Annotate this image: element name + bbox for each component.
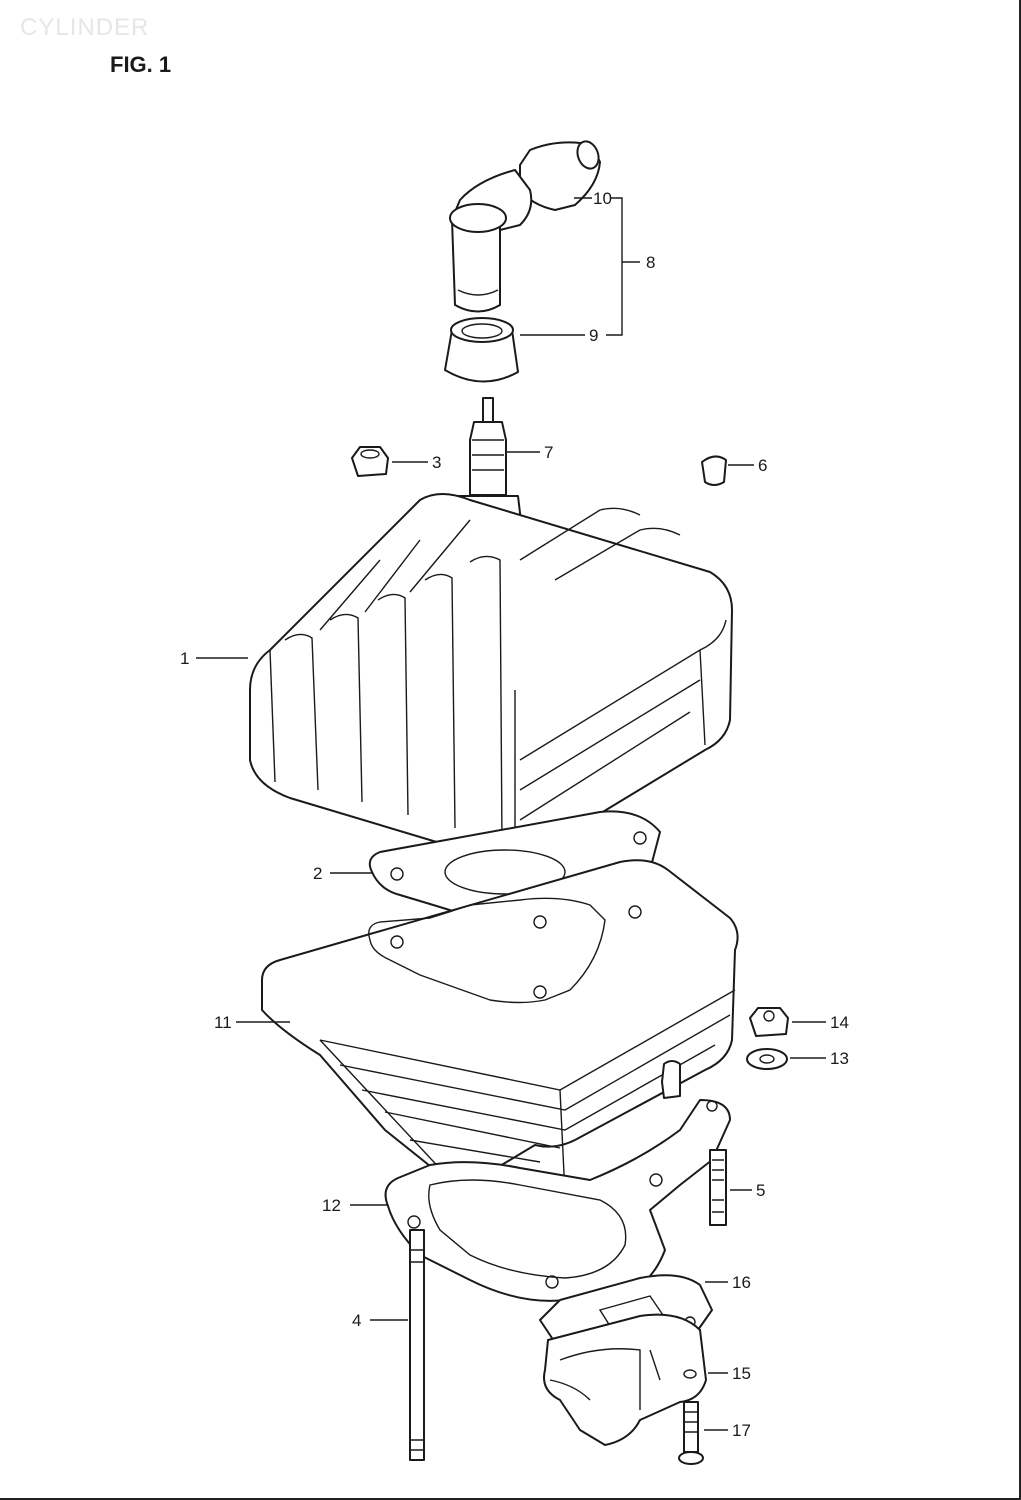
callout-17: 17: [732, 1421, 751, 1440]
callout-6: 6: [758, 456, 767, 475]
stud-short[interactable]: [709, 1149, 727, 1226]
cap-boot[interactable]: [444, 317, 519, 383]
cylinder-nut[interactable]: [749, 1007, 789, 1037]
callout-9: 9: [589, 326, 598, 345]
section-title-faint: CYLINDER: [20, 14, 150, 41]
cylinder-head[interactable]: [249, 493, 733, 860]
callout-10: 10: [593, 189, 612, 208]
spark-plug-cap[interactable]: [449, 138, 602, 313]
stud-long[interactable]: [409, 1229, 425, 1461]
callout-5: 5: [756, 1181, 765, 1200]
page-border-right: [1019, 0, 1021, 1500]
intake-bolt[interactable]: [678, 1401, 704, 1465]
callout-13: 13: [830, 1049, 849, 1068]
callout-2: 2: [313, 864, 322, 883]
callout-14: 14: [830, 1013, 849, 1032]
cylinder-head-nut[interactable]: [351, 446, 389, 477]
cylinder[interactable]: [261, 859, 739, 1196]
callout-8: 8: [646, 253, 655, 272]
page-border-bottom: [0, 1498, 1021, 1500]
rubber-cap[interactable]: [701, 455, 727, 486]
intake-pipe[interactable]: [543, 1313, 707, 1446]
callout-1: 1: [180, 649, 189, 668]
callout-4: 4: [352, 1311, 361, 1330]
cylinder-base-gasket[interactable]: [384, 1099, 731, 1302]
callout-11: 11: [214, 1013, 232, 1032]
callout-15: 15: [732, 1364, 751, 1383]
callout-12: 12: [322, 1196, 341, 1215]
callout-7: 7: [544, 443, 553, 462]
figure-label: FIG. 1: [110, 52, 172, 77]
washer[interactable]: [746, 1048, 788, 1070]
callout-3: 3: [432, 453, 441, 472]
callout-16: 16: [732, 1273, 751, 1292]
